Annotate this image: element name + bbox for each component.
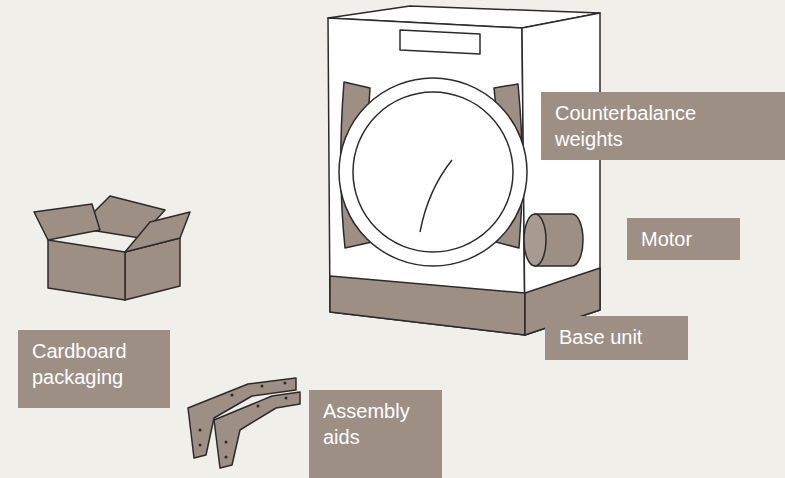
door-ring <box>339 78 527 266</box>
motor-end <box>524 214 546 266</box>
bracket-holes <box>199 382 288 459</box>
bracket-2 <box>214 392 300 468</box>
machine-front <box>328 18 525 335</box>
part-label: Counterbalance weights <box>555 100 755 152</box>
box-front <box>48 240 125 300</box>
machine-side <box>522 13 600 335</box>
label-box: Base unit <box>545 316 688 360</box>
part-label: Motor <box>641 226 728 252</box>
part-label: Cardboard packaging <box>32 338 162 390</box>
control-panel <box>400 30 480 54</box>
box-right-flap <box>125 212 190 252</box>
box-left-flap <box>34 204 100 240</box>
part-label: Base unit <box>559 324 676 350</box>
base-front <box>330 276 525 335</box>
label-box: Counterbalance weights <box>541 92 785 160</box>
label-box: Assembly aids <box>309 390 442 478</box>
door-glass <box>353 92 513 252</box>
glass-reflection <box>420 160 452 232</box>
label-box: Cardboard packaging <box>18 330 170 408</box>
part-label: Assembly aids <box>323 398 423 450</box>
label-box: Motor <box>627 218 740 260</box>
